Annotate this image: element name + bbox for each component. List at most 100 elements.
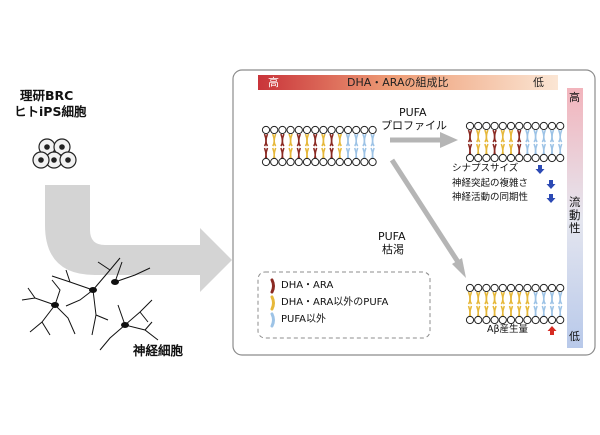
lipid-head [490,283,499,293]
effect-neurite-complexity: 神経突起の複雑さ [452,178,529,189]
lipid-head [302,157,312,167]
lipid-head [515,283,524,293]
neuron-process-13 [114,261,123,283]
ips-cells-icon [32,138,77,169]
lipid-tail [510,291,514,305]
lipid-head [286,157,295,167]
lipid-head [556,121,565,131]
lipid-head [294,125,303,135]
lipid-tail [551,129,555,143]
lipid-tail [543,291,547,305]
lipid-head [498,121,507,131]
neuron-process-12 [114,267,151,283]
lipid-head [465,283,475,293]
lipid-head [278,125,287,135]
lipid-tail [289,133,293,147]
neuron-process-9 [124,324,159,341]
lipid-tail [526,291,530,305]
neuron-process-4 [21,297,56,306]
lipid-head [531,153,540,163]
cell-nucleus-0 [44,144,50,150]
lipid-tail [534,291,538,305]
effect-synapse-size: シナプスサイズ [452,163,519,174]
lipid-head [465,121,475,131]
fluidity-low-label: 低 [569,330,580,343]
arrow-pufa-depletion [389,158,466,278]
lipid-head [539,283,548,293]
lipid-head [474,315,483,325]
lipid-head [474,121,483,131]
lipid-head [327,125,336,135]
arrow-top-label-1: PUFA [399,106,427,119]
lipid-tail [469,291,473,305]
lipid-head [335,157,344,167]
lipid-head [482,153,491,163]
membrane-profiled [465,121,565,163]
membrane-original [261,125,377,167]
neuron-process-14 [65,269,71,283]
lipid-tail [322,133,326,147]
down-arrow-icon [546,194,556,203]
lipid-head [531,121,540,131]
lipid-tail [477,291,481,305]
lipid-head [506,315,516,325]
lipid-head [490,153,499,163]
composition-gradient-bar [258,75,558,90]
lipid-tail [469,129,473,143]
lipid-head [474,283,483,293]
lipid-head [539,315,548,325]
source-label-line1: 理研BRC [20,88,74,103]
lipid-tail [543,129,547,143]
lipid-head [523,283,532,293]
lipid-head [319,157,328,167]
lipid-head [352,157,361,167]
lipid-head [556,315,565,325]
effect-activity-synchrony: 神経活動の同期性 [452,192,529,203]
effect-abeta-production: Aβ産生量 [487,324,529,335]
up-arrow-icon [547,326,557,335]
lipid-head [270,157,279,167]
lipid-head [547,315,557,325]
lipid-head [498,153,507,163]
down-arrow-icon [546,180,556,189]
lipid-head [531,283,540,293]
lipid-head [515,153,524,163]
lipid-tail [526,129,530,143]
lipid-tail [518,129,522,143]
lipid-head [294,157,303,167]
arrow-diag-label-1: PUFA [378,230,406,243]
lipid-head [360,125,369,135]
lipid-tail [298,133,302,147]
cell-nucleus-3 [38,157,44,163]
lipid-head [465,315,475,325]
lipid-tail [347,133,351,147]
fluidity-title: 流動性 [569,195,581,236]
lipid-head [539,121,548,131]
legend-label-dha-ara: DHA・ARA [281,280,334,291]
lipid-head [523,153,532,163]
source-label-line2: ヒトiPS細胞 [14,104,87,119]
lipid-tail [493,291,497,305]
lipid-head [278,157,287,167]
lipid-head [270,125,279,135]
neuron-process-2 [91,289,97,336]
down-arrow-icon [535,165,545,174]
lipid-tail [534,129,538,143]
lipid-head [531,315,540,325]
neuron-process-15 [27,287,36,299]
lipid-tail [371,133,375,147]
legend-swatch-2 [270,312,275,328]
fluidity-high-label: 高 [569,91,580,104]
lipid-head [482,121,491,131]
lipid-tail [355,133,359,147]
neuron-process-7 [51,279,61,306]
neuron-label: 神経細胞 [133,343,184,358]
lipid-head [523,121,532,131]
lipid-head [482,315,491,325]
lipid-head [506,283,516,293]
lipid-head [547,121,557,131]
arrow-top-label-2: プロファイル [381,119,447,132]
lipid-head [547,283,557,293]
cell-nucleus-1 [59,144,65,150]
